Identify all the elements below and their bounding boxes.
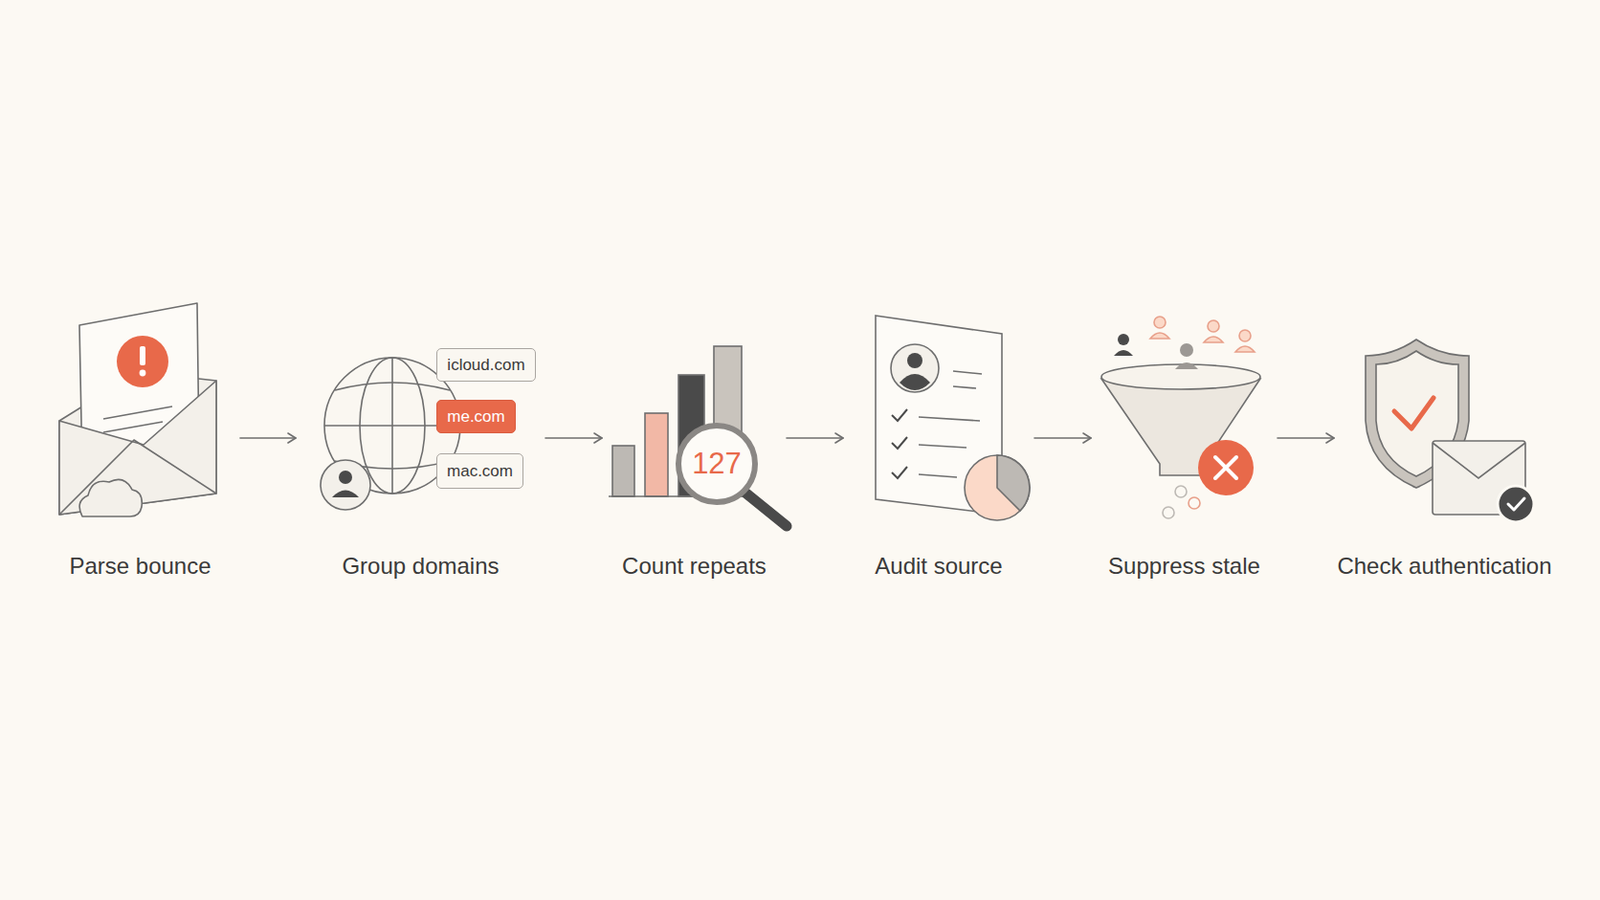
funnel-icon-part	[1154, 316, 1166, 329]
source-document-icon-part	[953, 371, 982, 375]
domain-tag: me.com	[436, 400, 516, 434]
flow-arrow	[1277, 437, 1334, 440]
globe-icon-part	[334, 382, 450, 391]
globe-icon-part	[320, 460, 371, 511]
step-label-row: Group domains	[200, 553, 642, 580]
source-document-icon-part	[953, 386, 977, 389]
step-label-row: Audit source	[747, 553, 1131, 580]
funnel-icon-part	[1215, 457, 1237, 479]
bounce-step: Parse bounce	[59, 296, 222, 584]
funnel-icon-part	[1179, 343, 1194, 357]
bar-chart-icon-part	[746, 493, 787, 527]
bounce-envelope-icon-part	[139, 346, 146, 366]
domain-text: mac.com	[446, 462, 513, 482]
domain-text: icloud.com	[446, 355, 525, 376]
step-label: Check authentication	[1336, 553, 1552, 579]
source-document-icon-part	[918, 474, 957, 478]
source-document-icon-part	[918, 417, 980, 422]
domain-tag: mac.com	[436, 453, 524, 489]
globe-icon-part	[338, 470, 353, 485]
source-document-icon-part	[891, 409, 908, 422]
bounce-envelope-icon-part	[103, 422, 163, 433]
source-document-icon-part	[890, 344, 939, 393]
funnel-icon-part	[1198, 440, 1254, 496]
bar-chart-icon-part	[612, 445, 635, 497]
flow-arrow	[786, 437, 844, 440]
source-document-icon-part	[907, 353, 923, 369]
funnel-icon-part	[1235, 346, 1255, 353]
shield-icon	[1365, 339, 1534, 523]
step-label-row: Count repeats	[506, 553, 883, 580]
funnel-icon-part	[1203, 336, 1223, 343]
bounce-envelope-icon-part	[103, 406, 173, 420]
bounce-envelope-icon-part	[116, 335, 169, 388]
domain-tag: icloud.com	[436, 348, 536, 382]
shield-icon-part	[1508, 498, 1525, 511]
funnel-icon-part	[1188, 497, 1200, 510]
auth-step: Check authentication	[1353, 296, 1536, 584]
funnel-icon-part	[1239, 330, 1251, 342]
flow-arrow	[240, 437, 296, 440]
step-label: Audit source	[874, 553, 1002, 579]
domain-step: Group domains icloud.com me.com mac.com	[314, 296, 527, 584]
step-label: Count repeats	[622, 553, 767, 579]
source-document-icon-part	[997, 455, 1030, 512]
flow-arrow	[545, 437, 602, 440]
bounce-envelope-icon-part	[79, 479, 142, 517]
funnel-icon-part	[1175, 486, 1187, 498]
suppress-step: Suppress stale	[1110, 296, 1259, 584]
step-label-row: Suppress stale	[995, 553, 1374, 580]
shield-icon-part	[1497, 486, 1534, 523]
shield-icon-part	[1394, 398, 1434, 429]
source-document-icon-part	[918, 444, 967, 448]
shield-icon-part	[1432, 443, 1526, 479]
count-step: Count repeats 127	[621, 296, 768, 584]
flow-arrow	[1034, 437, 1091, 440]
funnel-icon-part	[1162, 507, 1175, 519]
funnel-icon-part	[1117, 333, 1130, 346]
step-label: Group domains	[341, 553, 499, 579]
bounce-envelope-icon	[59, 303, 217, 517]
bar-chart-icon-part	[644, 413, 668, 497]
funnel-icon-part	[1113, 350, 1134, 356]
funnel-icon-part	[1207, 320, 1220, 333]
count-number: 127	[691, 446, 742, 482]
step-label-row: Parse bounce	[0, 553, 336, 580]
source-document-icon-part	[891, 466, 908, 479]
step-label-row: Check authentication	[1238, 553, 1600, 580]
bar-chart-icon	[608, 346, 787, 527]
source-document-icon	[875, 315, 1030, 521]
source-document-icon-part	[891, 437, 908, 449]
source-document-icon-part	[964, 455, 1030, 521]
funnel-icon	[1101, 316, 1261, 519]
funnel-icon-part	[1175, 362, 1199, 370]
bounce-envelope-icon-part	[139, 370, 147, 378]
count-badge: 127	[675, 422, 758, 506]
audit-step: Audit source	[862, 296, 1016, 584]
step-label: Parse bounce	[68, 553, 211, 579]
step-label: Suppress stale	[1108, 553, 1261, 579]
source-document-icon-part	[899, 374, 931, 391]
globe-icon-part	[332, 490, 359, 499]
funnel-icon-part	[1150, 333, 1170, 339]
domain-text: me.com	[446, 407, 505, 427]
